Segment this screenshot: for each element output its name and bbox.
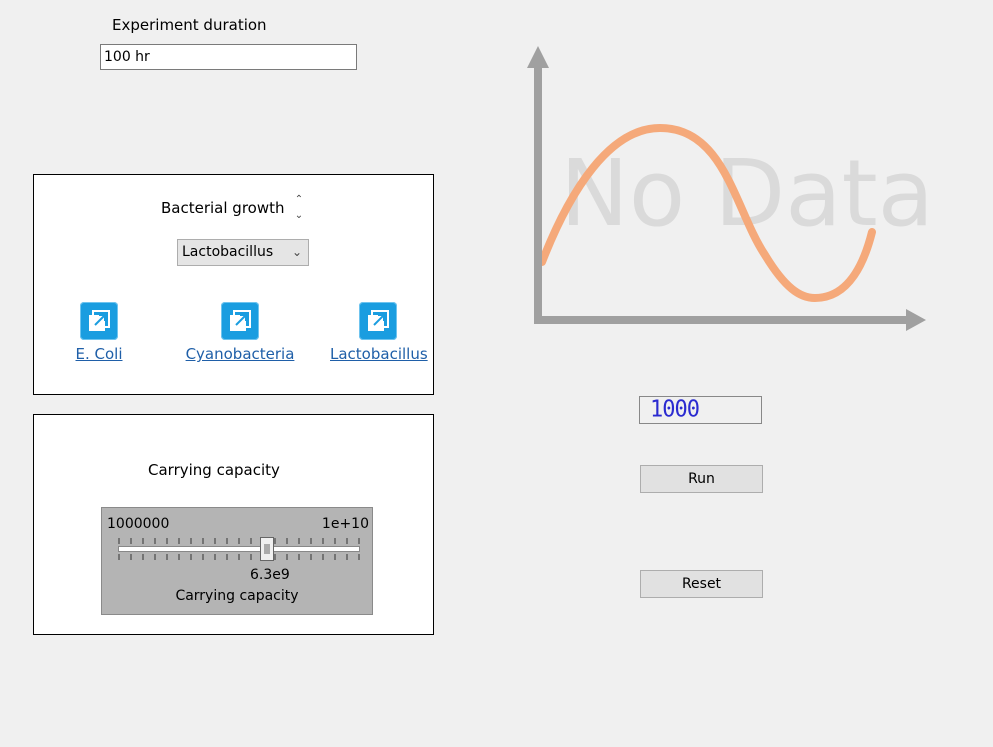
chevron-up-icon[interactable]: ⌃: [294, 194, 304, 205]
link-ecoli-label[interactable]: E. Coli: [75, 345, 123, 363]
slider-min-label: 1000000: [107, 516, 170, 532]
y-axis-arrow-icon: [527, 46, 549, 68]
link-lactobacillus[interactable]: Lactobacillus: [330, 302, 428, 363]
growth-title: Bacterial growth: [161, 199, 285, 217]
link-lactobacillus-label[interactable]: Lactobacillus: [330, 345, 428, 363]
capacity-slider-box: 1000000 1e+10 6.3e9 Carrying capacity: [101, 507, 373, 615]
slider-ticks: [118, 538, 360, 560]
growth-spinner[interactable]: ⌃ ⌄: [290, 192, 308, 224]
chevron-down-icon: ⌄: [291, 245, 302, 259]
bacteria-select[interactable]: Lactobacillus ⌄: [177, 239, 309, 266]
sample-curve: [538, 123, 876, 303]
slider-caption: Carrying capacity: [175, 588, 299, 604]
no-data-text: No Data: [560, 140, 934, 247]
capacity-panel: Carrying capacity 1000000 1e+10 6.3e9 Ca…: [33, 414, 434, 635]
bacteria-select-value: Lactobacillus: [182, 244, 274, 260]
reset-button[interactable]: Reset: [640, 570, 763, 598]
chevron-down-icon[interactable]: ⌄: [294, 210, 304, 221]
external-link-icon[interactable]: [221, 302, 259, 340]
duration-label: Experiment duration: [112, 16, 267, 34]
link-ecoli[interactable]: E. Coli: [74, 302, 124, 363]
x-axis-arrow-icon: [906, 309, 926, 331]
lcd-display: 1000: [639, 396, 762, 424]
lcd-value: 1000: [650, 396, 700, 423]
external-link-icon[interactable]: [80, 302, 118, 340]
run-button[interactable]: Run: [640, 465, 763, 493]
slider-value: 6.3e9: [250, 567, 290, 583]
duration-input[interactable]: [100, 44, 357, 70]
slider-track[interactable]: [118, 546, 360, 552]
growth-panel: Bacterial growth ⌃ ⌄ Lactobacillus ⌄ E. …: [33, 174, 434, 395]
slider-max-label: 1e+10: [321, 516, 369, 532]
external-link-icon[interactable]: [359, 302, 397, 340]
capacity-title: Carrying capacity: [148, 461, 280, 479]
chart-placeholder: No Data: [527, 46, 934, 331]
link-cyanobacteria[interactable]: Cyanobacteria: [184, 302, 296, 363]
slider-thumb[interactable]: [260, 537, 274, 561]
link-cyanobacteria-label[interactable]: Cyanobacteria: [185, 345, 295, 363]
